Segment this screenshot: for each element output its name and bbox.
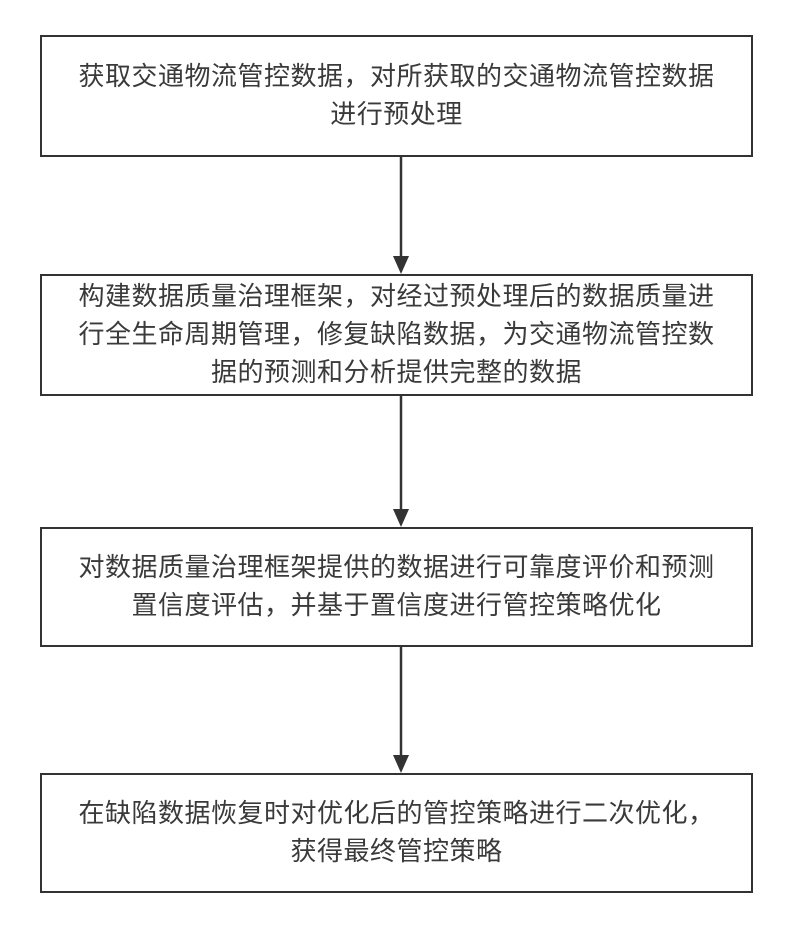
step-text-2: 构建数据质量治理框架，对经过预处理后的数据质量进行全生命周期管理，修复缺陷数据，…: [42, 278, 751, 392]
step-box-1: 获取交通物流管控数据，对所获取的交通物流管控数据进行预处理: [40, 35, 753, 157]
arrow-3-to-4: [393, 647, 409, 773]
step-text-1: 获取交通物流管控数据，对所获取的交通物流管控数据进行预处理: [42, 58, 751, 134]
step-text-3: 对数据质量治理框架提供的数据进行可靠度评价和预测置信度评估，并基于置信度进行管控…: [42, 549, 751, 625]
step-box-2: 构建数据质量治理框架，对经过预处理后的数据质量进行全生命周期管理，修复缺陷数据，…: [40, 274, 753, 396]
step-box-4: 在缺陷数据恢复时对优化后的管控策略进行二次优化，获得最终管控策略: [40, 773, 753, 893]
step-text-4: 在缺陷数据恢复时对优化后的管控策略进行二次优化，获得最终管控策略: [42, 795, 751, 871]
arrow-2-to-3: [393, 396, 409, 527]
step-box-3: 对数据质量治理框架提供的数据进行可靠度评价和预测置信度评估，并基于置信度进行管控…: [40, 527, 753, 647]
arrow-1-to-2: [393, 157, 409, 274]
